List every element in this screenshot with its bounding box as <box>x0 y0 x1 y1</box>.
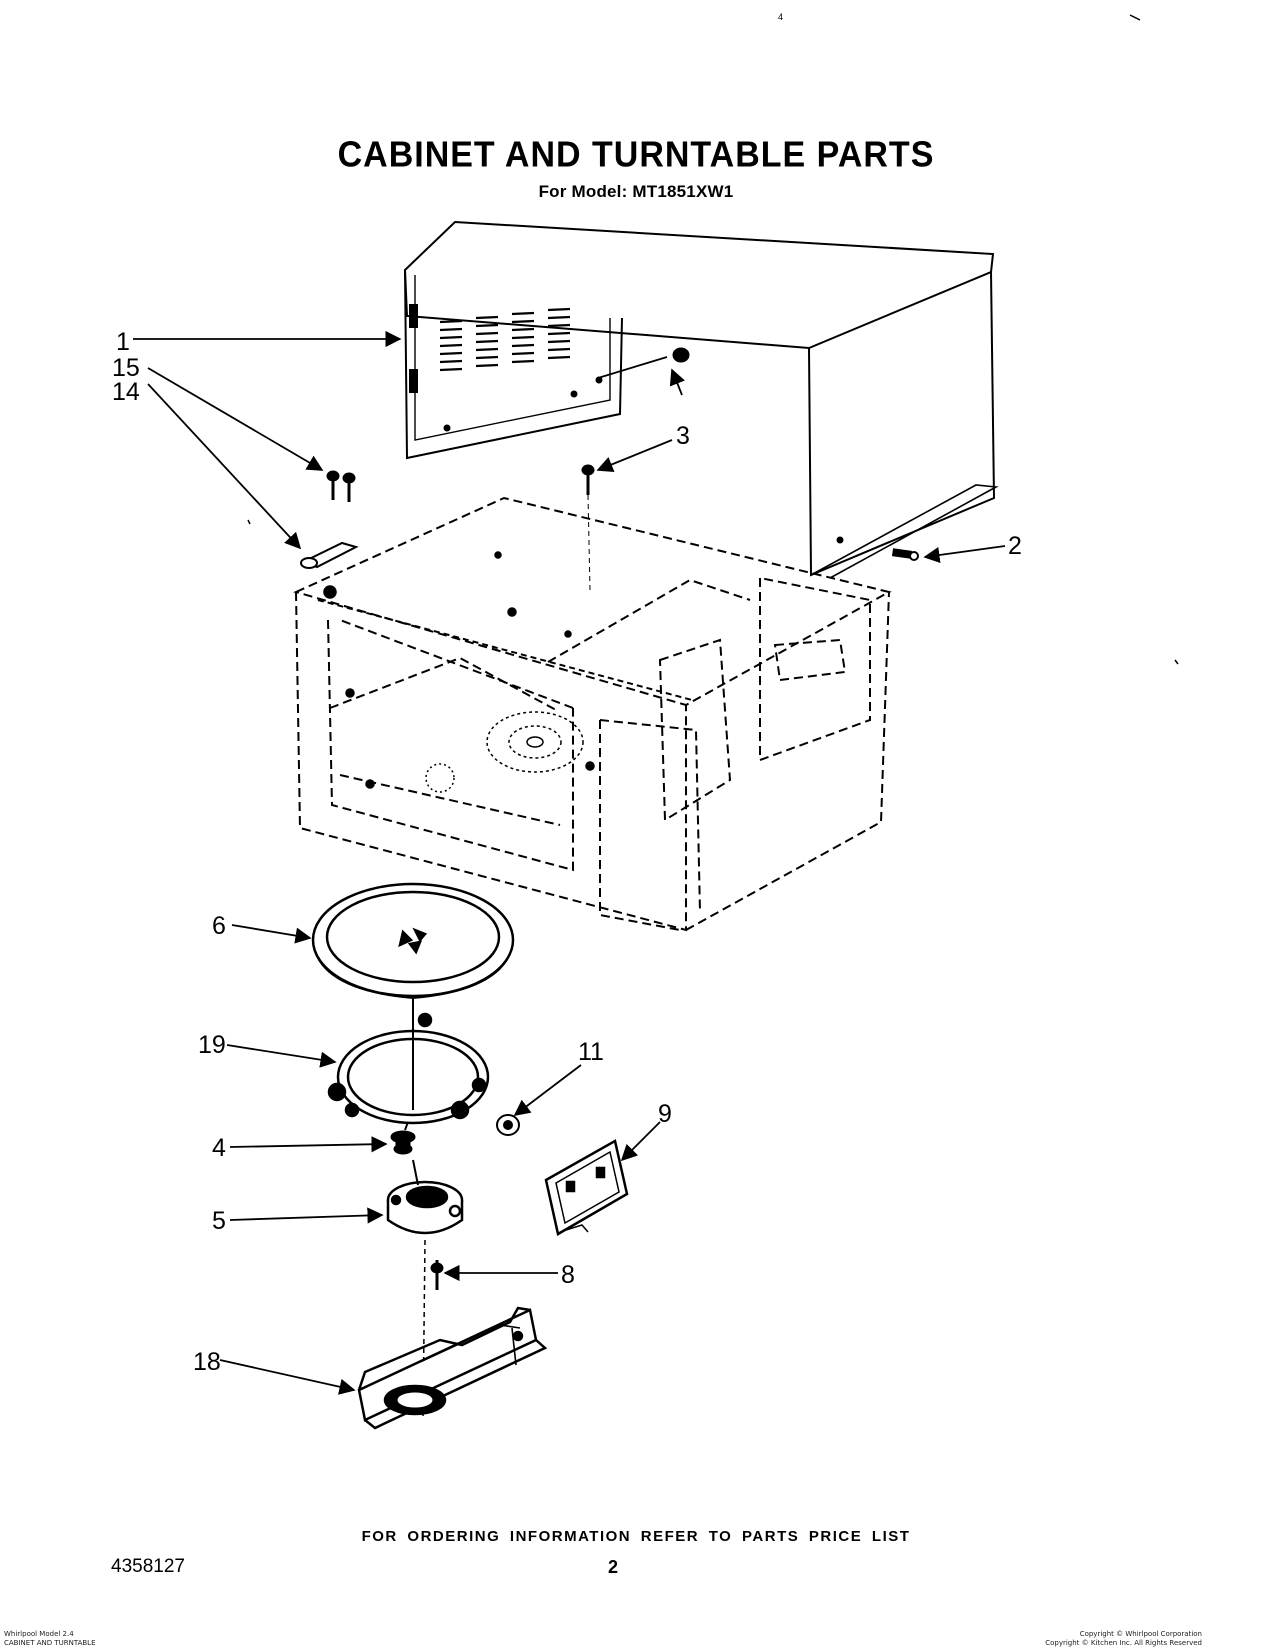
edge-mark-right <box>1174 659 1179 665</box>
document-number: 4358127 <box>111 1556 185 1577</box>
callout-9: 9 <box>658 1100 672 1128</box>
leader-18 <box>219 1359 356 1395</box>
callout-3: 3 <box>676 422 690 450</box>
roller-ring <box>327 995 490 1125</box>
leader-9 <box>620 1121 661 1162</box>
drive-coupler <box>390 1121 416 1155</box>
cavity-details <box>323 551 595 793</box>
edge-mark-left <box>247 519 251 525</box>
leader-19 <box>226 1044 337 1068</box>
leader-3c <box>597 356 668 379</box>
fine-right-line-2: Copyright © Kitchen Inc. All Rights Rese… <box>1045 1639 1202 1647</box>
motor-cover-tray <box>357 1306 548 1430</box>
top-mark: 4 <box>778 12 784 22</box>
motor-axis-line <box>422 1239 426 1421</box>
ordering-info-note: FOR ORDERING INFORMATION REFER TO PARTS … <box>361 1528 911 1545</box>
cover-plate <box>544 1139 629 1236</box>
fine-left-line-1: Whirlpool Model 2.4 <box>4 1630 74 1638</box>
leader-14 <box>147 383 302 550</box>
top-screws-14-15 <box>300 470 359 569</box>
callout-1: 1 <box>116 328 130 356</box>
leader-3b <box>596 439 673 473</box>
callout-8: 8 <box>561 1261 575 1289</box>
screw-2 <box>891 548 919 561</box>
leader-15 <box>147 367 324 471</box>
page-title: CABINET AND TURNTABLE PARTS <box>337 135 935 175</box>
callout-numbers: 1 15 14 3 2 6 19 11 9 4 5 8 18 <box>112 328 1022 1376</box>
callout-5: 5 <box>212 1207 226 1235</box>
edge-mark-top-right <box>1129 14 1141 21</box>
fine-left-line-2: CABINET AND TURNTABLE <box>4 1639 96 1647</box>
footer-fine-print-right: Copyright © Whirlpool Corporation Copyri… <box>1045 1630 1202 1648</box>
callout-14: 14 <box>112 378 140 406</box>
page-number: 2 <box>608 1557 619 1577</box>
callout-6: 6 <box>212 912 226 940</box>
footer-fine-print-left: Whirlpool Model 2.4 CABINET AND TURNTABL… <box>4 1630 96 1648</box>
leader-4 <box>229 1136 388 1153</box>
fine-right-line-1: Copyright © Whirlpool Corporation <box>1079 1630 1202 1638</box>
callout-15: 15 <box>112 354 140 382</box>
turntable-motor <box>386 1159 464 1235</box>
callout-4: 4 <box>212 1134 226 1162</box>
screw-3 <box>581 347 690 591</box>
oven-chassis <box>293 496 892 932</box>
leader-2 <box>923 545 1006 564</box>
model-subtitle: For Model: MT1851XW1 <box>538 182 734 201</box>
callout-2: 2 <box>1008 532 1022 560</box>
leader-11 <box>513 1064 582 1116</box>
callout-leaders <box>133 330 1006 1395</box>
screw-8 <box>430 1260 444 1290</box>
outer-cabinet <box>403 220 999 579</box>
roller-part-11 <box>496 1114 520 1136</box>
callout-18: 18 <box>193 1348 221 1376</box>
cabinet-vents <box>439 307 571 372</box>
leader-5 <box>229 1207 384 1224</box>
leader-6 <box>231 924 312 944</box>
leader-3a <box>669 368 685 396</box>
glass-turntable-tray <box>311 882 515 1000</box>
callout-11: 11 <box>578 1038 604 1066</box>
callout-19: 19 <box>198 1031 226 1059</box>
